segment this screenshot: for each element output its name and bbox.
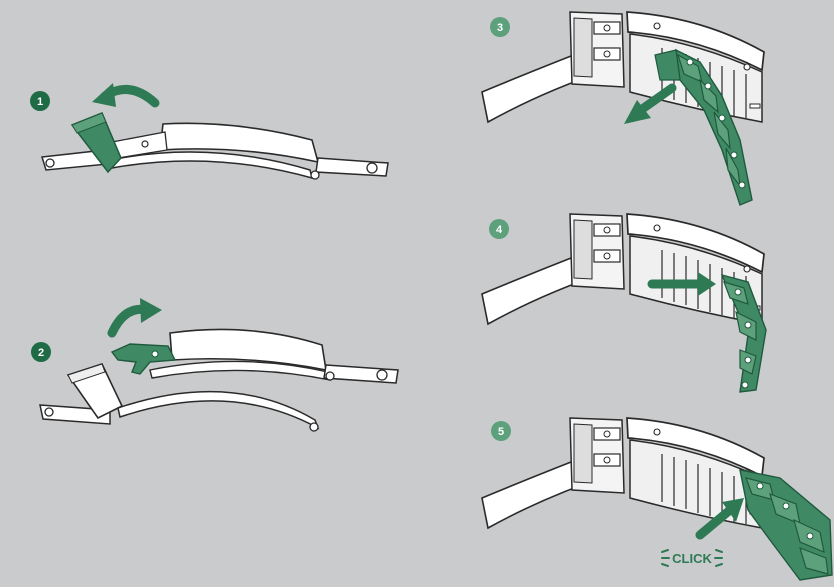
fold-lever-highlight (110, 343, 177, 375)
step-number-3: 3 (497, 22, 503, 34)
step-1-illustration (41, 83, 389, 180)
click-indicator: CLICK (661, 549, 723, 567)
click-label: CLICK (672, 551, 712, 566)
step-badge-1: 1 (30, 91, 50, 111)
step-2-illustration (39, 298, 399, 432)
diagonal-up-right-arrow (695, 505, 735, 540)
step-badge-4: 4 (489, 219, 509, 239)
diagonal-down-left-arrow (633, 83, 677, 117)
step-number-2: 2 (38, 347, 44, 359)
step-5-illustration: CLICK (481, 417, 833, 581)
step-badge-2: 2 (31, 342, 51, 362)
step-number-5: 5 (498, 426, 504, 438)
step-badge-5: 5 (491, 421, 511, 441)
step-number-4: 4 (496, 224, 503, 236)
step-number-1: 1 (37, 96, 43, 108)
step-badge-3: 3 (490, 17, 510, 37)
step-4-illustration (481, 213, 767, 393)
step-3-illustration (481, 11, 765, 206)
